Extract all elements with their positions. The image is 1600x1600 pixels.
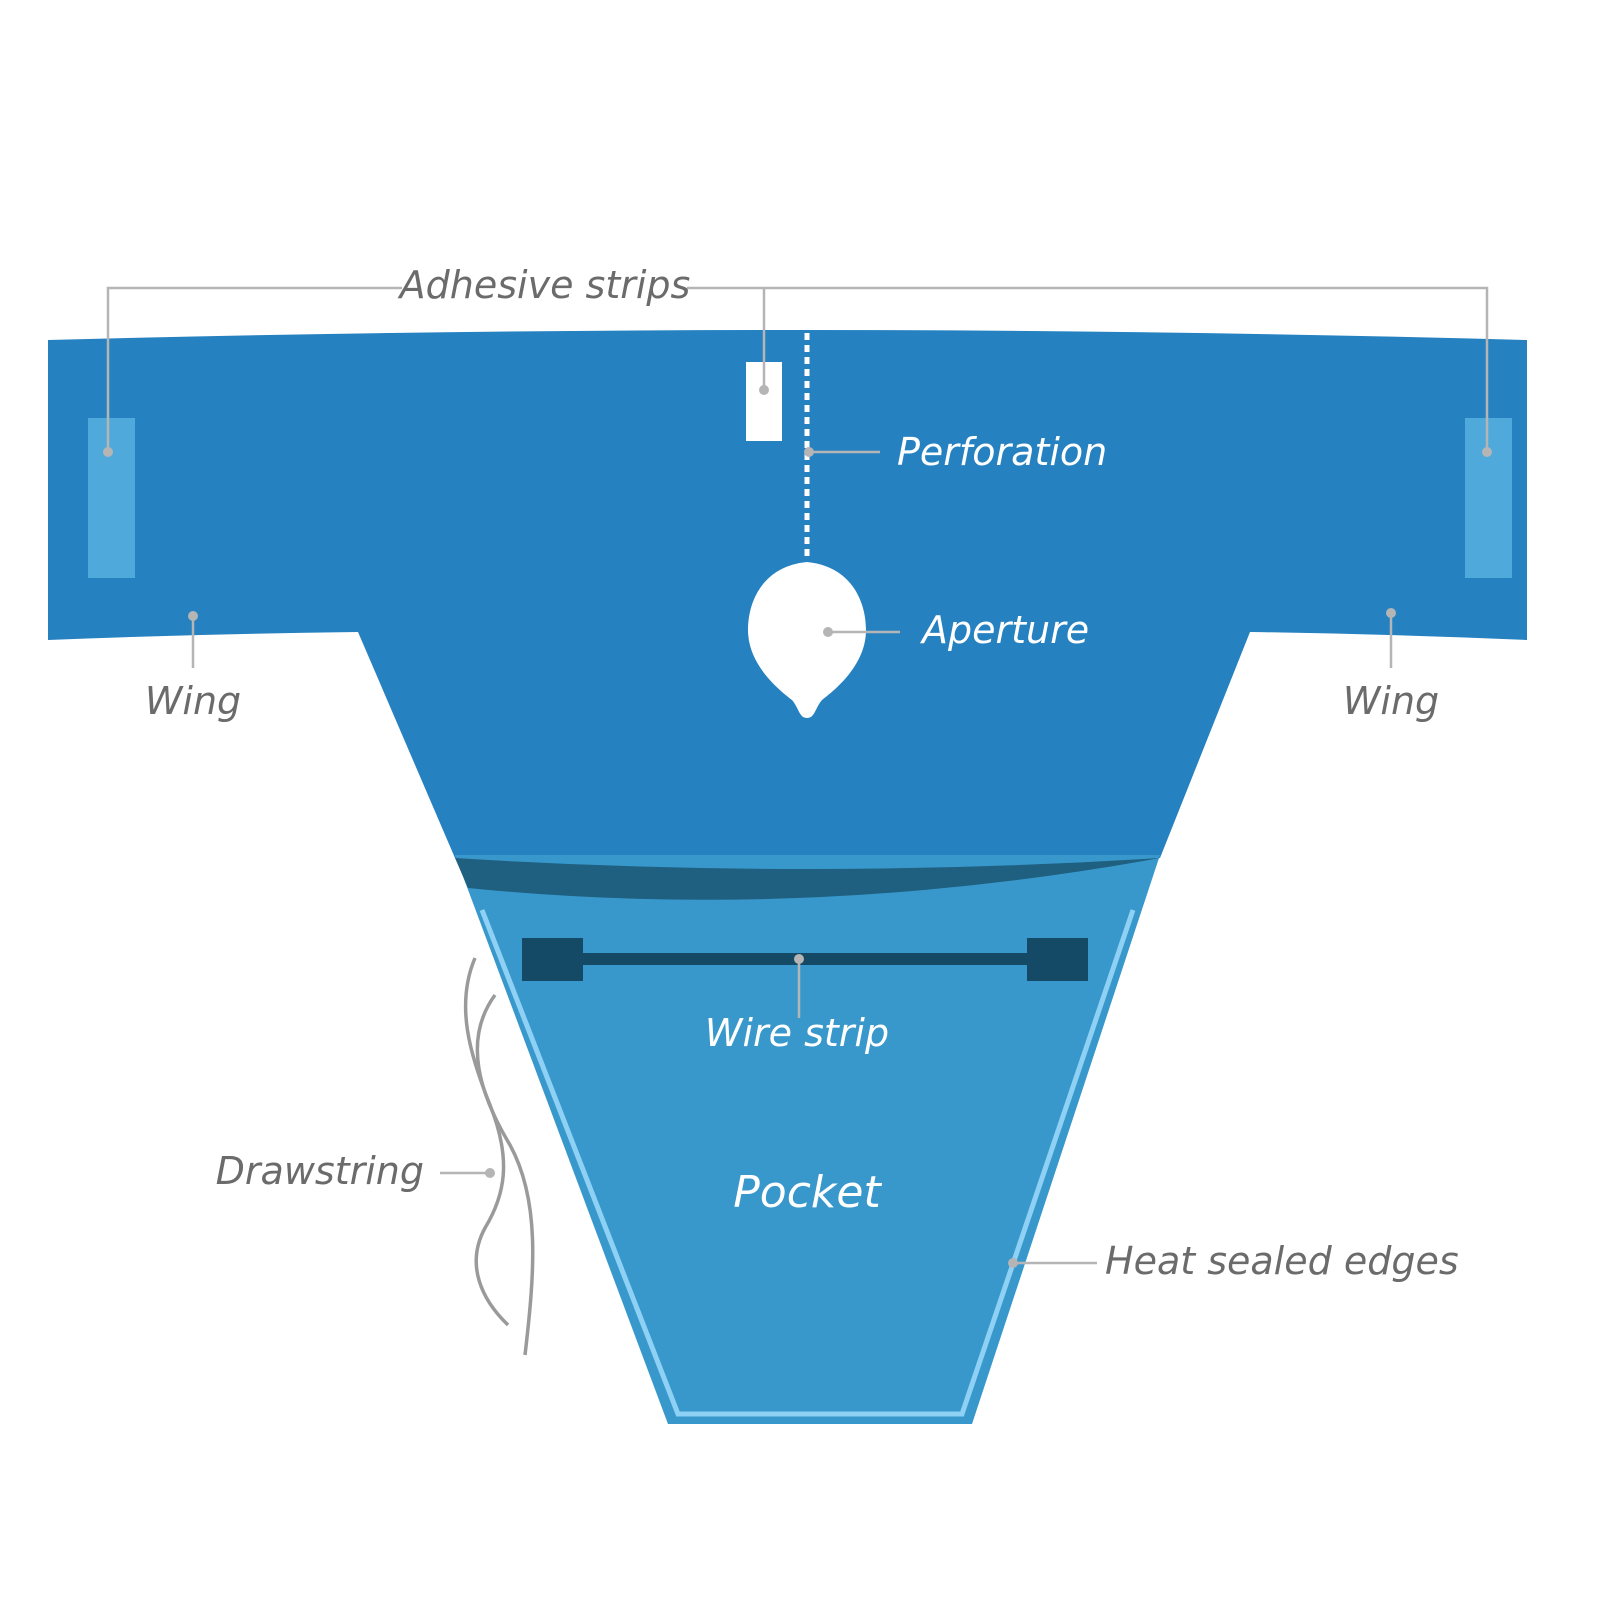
heat-sealed-edge — [479, 909, 1136, 1417]
pocket — [455, 855, 1160, 1424]
adhesive-strips-leader-left — [106, 286, 402, 452]
label-wing-left: Wing — [145, 679, 241, 723]
heat-sealed-edges-dot — [1008, 1258, 1018, 1268]
label-perforation: Perforation — [897, 430, 1107, 474]
label-pocket: Pocket — [733, 1167, 882, 1218]
drawstring-strand-1 — [463, 957, 510, 1327]
aperture — [748, 562, 866, 718]
pocket-fold — [455, 858, 1160, 900]
wing-left-dot — [188, 611, 198, 621]
adhesive-strip-right-dot — [1482, 447, 1492, 457]
label-heat-sealed-edges: Heat sealed edges — [1105, 1239, 1459, 1283]
adhesive-strip-center-dot — [759, 385, 769, 395]
adhesive-strip-left-dot — [103, 447, 113, 457]
drawstring-dot — [485, 1168, 495, 1178]
drawstring-strand-2 — [475, 993, 535, 1356]
wire-strip-end-right — [1027, 938, 1088, 981]
label-drawstring: Drawstring — [216, 1149, 424, 1193]
adhesive-strip-left — [88, 418, 135, 578]
adhesive-strip-right — [1465, 418, 1512, 578]
wire-strip-end-left — [522, 938, 583, 981]
label-aperture: Aperture — [919, 608, 1089, 652]
adhesive-strips-leader-right — [687, 286, 1489, 452]
wire-strip-dot — [794, 954, 804, 964]
label-adhesive-strips: Adhesive strips — [397, 263, 691, 307]
wing-right-dot — [1386, 608, 1396, 618]
aperture-dot — [823, 627, 833, 637]
label-wing-right: Wing — [1343, 679, 1439, 723]
wire-strip-bar — [575, 953, 1035, 965]
label-wire-strip: Wire strip — [705, 1011, 889, 1055]
perforation-dot — [804, 447, 814, 457]
